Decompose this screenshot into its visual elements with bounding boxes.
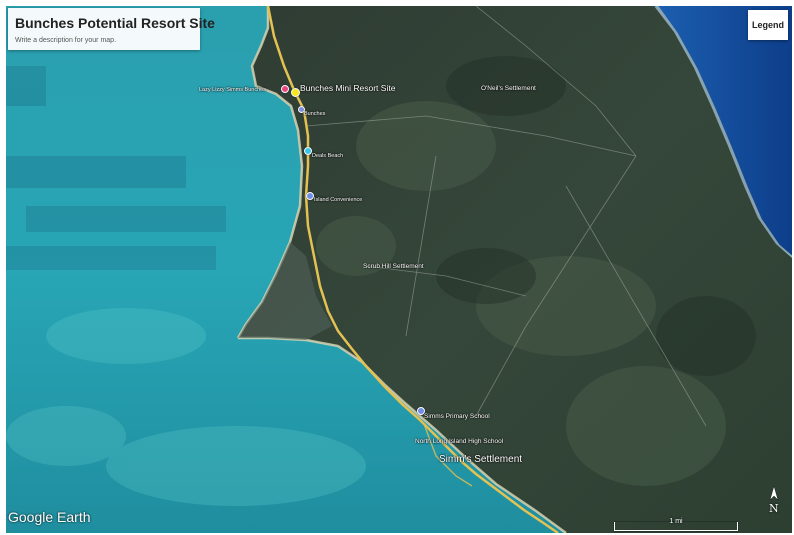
deals-beach-pin[interactable] — [304, 147, 312, 155]
resort-site-pin[interactable] — [291, 88, 300, 97]
north-letter: N — [769, 502, 779, 515]
scale-label: 1 mi — [669, 518, 683, 525]
google-earth-logo: Google Earth — [8, 509, 91, 525]
map-info-panel: Bunches Potential Resort Site Write a de… — [8, 8, 215, 50]
label-bunches[interactable]: Bunches — [304, 111, 326, 117]
north-arrow-glyph — [769, 485, 779, 501]
island-convenience-pin[interactable] — [306, 192, 314, 200]
label-island-convenience[interactable]: Island Convenience — [314, 197, 363, 203]
legend-button[interactable]: Legend — [748, 10, 788, 40]
label-north-long-island-high-school[interactable]: North Long Island High School — [415, 438, 504, 445]
label-lazy-lizzy[interactable]: Lazy Lizzy Simms Bunches — [199, 87, 266, 93]
sea-streaks — [6, 66, 226, 270]
north-arrow-icon[interactable]: N — [766, 484, 782, 518]
label-simms-settlement[interactable]: Simm's Settlement — [439, 454, 523, 465]
side-road — [423, 423, 473, 487]
label-scrub-hill-settlement[interactable]: Scrub Hill Settlement — [363, 263, 424, 270]
label-resort-site[interactable]: Bunches Mini Resort Site — [300, 83, 396, 93]
scale-bar: 1 mi — [614, 518, 738, 531]
label-simms-primary-school[interactable]: Simms Primary School — [424, 413, 490, 420]
label-deals-beach[interactable]: Deals Beach — [312, 153, 344, 159]
simms-primary-pin[interactable] — [417, 407, 425, 415]
sea-shallows — [6, 308, 366, 506]
dark-patches — [436, 56, 756, 376]
bunches-pin[interactable] — [298, 106, 305, 113]
map-title: Bunches Potential Resort Site — [15, 15, 215, 31]
lazy-lizzy-pin[interactable] — [281, 85, 289, 93]
map-description[interactable]: Write a description for your map. — [15, 37, 117, 44]
main-road — [266, 6, 559, 533]
satellite-imagery — [6, 6, 792, 533]
west-beach — [236, 6, 304, 339]
east-reef-line — [654, 6, 792, 260]
vegetation-patches — [316, 101, 726, 486]
peninsula-scrub — [238, 242, 332, 340]
land-tracks — [305, 6, 707, 427]
label-oneils-settlement[interactable]: O'Neil's Settlement — [481, 85, 536, 92]
map-viewport[interactable]: Bunches Potential Resort Site Write a de… — [6, 6, 792, 533]
